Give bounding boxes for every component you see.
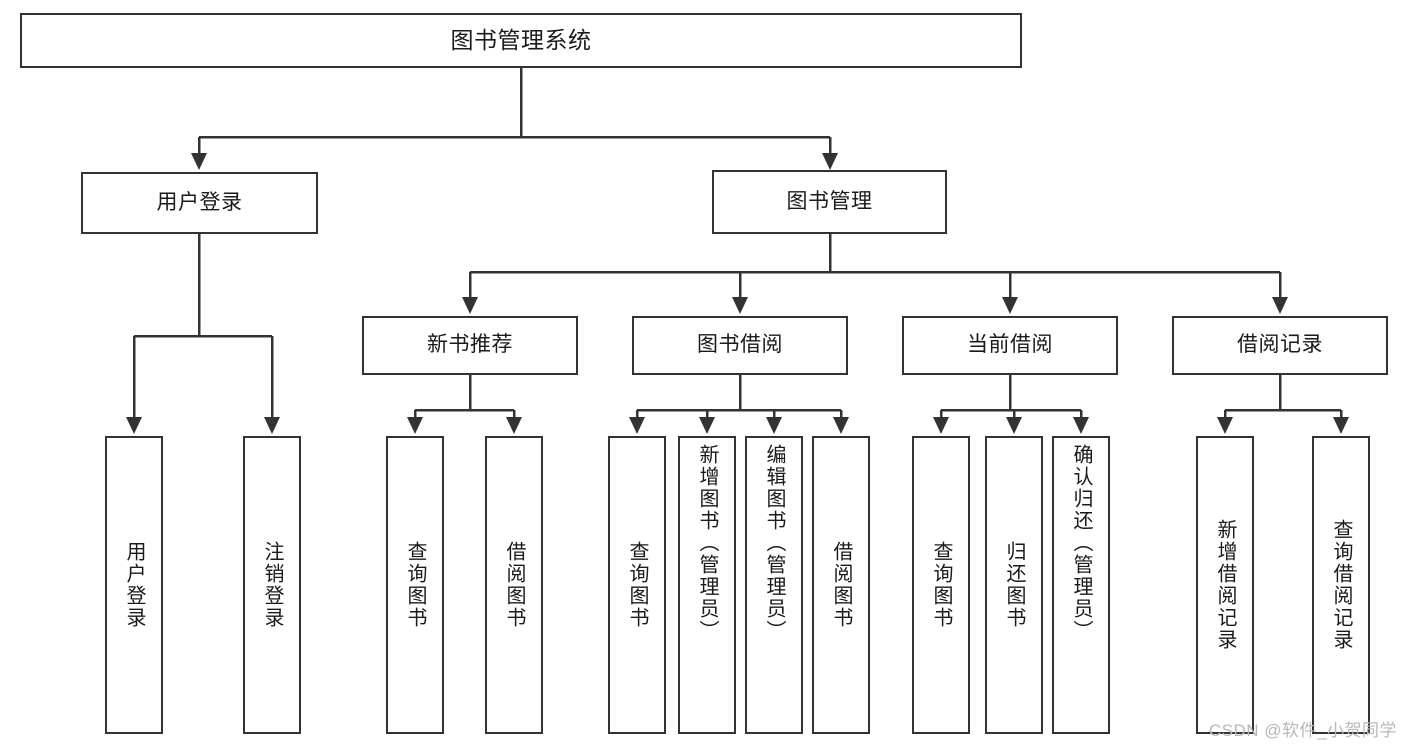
node-label: 用户登录 — [156, 190, 243, 214]
node-label: 查询图书 — [626, 541, 648, 629]
node-label: 借阅图书 — [830, 541, 852, 629]
node-label: 图书借阅 — [697, 333, 783, 357]
node-label: 归还图书 — [1003, 541, 1025, 629]
node-new-book-recommend[interactable]: 新书推荐 — [362, 316, 578, 375]
leaf-edit-book-admin[interactable]: 编辑图书（管理员） — [745, 436, 803, 734]
node-label: 图书管理 — [786, 189, 873, 213]
node-root-system[interactable]: 图书管理系统 — [20, 13, 1022, 68]
node-user-login[interactable]: 用户登录 — [81, 172, 318, 234]
node-label: 当前借阅 — [967, 333, 1053, 357]
node-book-management[interactable]: 图书管理 — [712, 170, 947, 234]
node-label: 查询图书 — [930, 541, 952, 629]
node-label: 查询图书 — [404, 541, 426, 629]
node-label: 新书推荐 — [427, 333, 513, 357]
node-label: 借阅记录 — [1237, 333, 1323, 357]
leaf-return-book[interactable]: 归还图书 — [985, 436, 1043, 734]
node-label: 借阅图书 — [503, 541, 525, 629]
node-borrow-record[interactable]: 借阅记录 — [1172, 316, 1388, 375]
leaf-add-borrow-record[interactable]: 新增借阅记录 — [1196, 436, 1254, 734]
leaf-borrow-book-recommend[interactable]: 借阅图书 — [485, 436, 543, 734]
leaf-query-book-current[interactable]: 查询图书 — [912, 436, 970, 734]
leaf-query-borrow-record[interactable]: 查询借阅记录 — [1312, 436, 1370, 734]
node-book-borrow[interactable]: 图书借阅 — [632, 316, 848, 375]
leaf-add-book-admin[interactable]: 新增图书（管理员） — [678, 436, 736, 734]
leaf-user-login[interactable]: 用户登录 — [105, 436, 163, 734]
node-label: 图书管理系统 — [450, 27, 592, 54]
node-label: 新增图书（管理员） — [696, 444, 718, 642]
leaf-query-book-borrow[interactable]: 查询图书 — [608, 436, 666, 734]
node-label: 编辑图书（管理员） — [763, 444, 785, 642]
leaf-borrow-book-borrow[interactable]: 借阅图书 — [812, 436, 870, 734]
node-label: 查询借阅记录 — [1330, 519, 1352, 651]
leaf-user-logout[interactable]: 注销登录 — [243, 436, 301, 734]
node-label: 确认归还（管理员） — [1070, 444, 1092, 642]
node-label: 用户登录 — [123, 541, 145, 629]
leaf-query-book-recommend[interactable]: 查询图书 — [386, 436, 444, 734]
node-label: 注销登录 — [261, 541, 283, 629]
leaf-confirm-return-admin[interactable]: 确认归还（管理员） — [1052, 436, 1110, 734]
node-label: 新增借阅记录 — [1214, 519, 1236, 651]
node-current-borrow[interactable]: 当前借阅 — [902, 316, 1118, 375]
